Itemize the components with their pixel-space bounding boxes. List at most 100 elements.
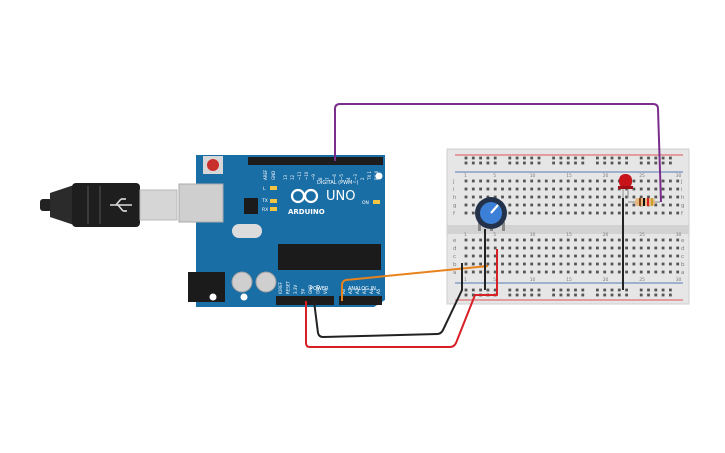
rail-hole[interactable] — [639, 156, 643, 160]
breadboard-hole[interactable] — [479, 254, 482, 258]
breadboard-hole[interactable] — [559, 238, 563, 242]
breadboard-hole[interactable] — [661, 203, 665, 207]
breadboard-hole[interactable] — [464, 179, 468, 183]
breadboard-hole[interactable] — [661, 270, 665, 274]
breadboard-hole[interactable] — [515, 187, 519, 191]
breadboard-hole[interactable] — [632, 262, 636, 266]
breadboard-hole[interactable] — [654, 179, 658, 183]
rail-hole[interactable] — [559, 161, 563, 165]
breadboard-hole[interactable] — [625, 254, 628, 258]
breadboard-hole[interactable] — [596, 187, 599, 191]
breadboard-hole[interactable] — [603, 187, 607, 191]
breadboard-hole[interactable] — [632, 203, 636, 207]
breadboard-hole[interactable] — [552, 246, 555, 250]
breadboard-hole[interactable] — [596, 254, 599, 258]
rail-hole[interactable] — [617, 288, 621, 292]
breadboard-hole[interactable] — [559, 187, 563, 191]
breadboard-hole[interactable] — [552, 211, 555, 215]
breadboard-hole[interactable] — [566, 211, 570, 215]
breadboard-hole[interactable] — [661, 254, 665, 258]
rail-hole[interactable] — [647, 288, 650, 292]
breadboard-hole[interactable] — [610, 238, 614, 242]
breadboard-hole[interactable] — [603, 270, 607, 274]
rail-hole[interactable] — [523, 293, 526, 297]
rail-hole[interactable] — [471, 288, 475, 292]
breadboard-hole[interactable] — [588, 246, 592, 250]
breadboard-holes[interactable] — [464, 156, 680, 297]
rail-hole[interactable] — [559, 293, 563, 297]
breadboard-hole[interactable] — [574, 238, 577, 242]
breadboard-hole[interactable] — [515, 195, 519, 199]
breadboard-hole[interactable] — [544, 203, 548, 207]
breadboard-hole[interactable] — [530, 211, 534, 215]
breadboard-hole[interactable] — [581, 203, 585, 207]
rail-hole[interactable] — [669, 293, 672, 297]
breadboard-hole[interactable] — [632, 195, 636, 199]
rail-hole[interactable] — [508, 293, 512, 297]
breadboard-hole[interactable] — [559, 203, 563, 207]
breadboard-hole[interactable] — [530, 187, 534, 191]
rail-hole[interactable] — [639, 161, 643, 165]
breadboard-hole[interactable] — [639, 262, 643, 266]
breadboard-hole[interactable] — [581, 211, 585, 215]
rail-hole[interactable] — [661, 161, 665, 165]
rail-hole[interactable] — [508, 288, 512, 292]
breadboard-hole[interactable] — [537, 179, 541, 183]
breadboard-hole[interactable] — [654, 246, 658, 250]
red-wire[interactable] — [305, 249, 498, 348]
rail-hole[interactable] — [625, 161, 628, 165]
breadboard-hole[interactable] — [464, 211, 468, 215]
rail-hole[interactable] — [464, 288, 468, 292]
breadboard-hole[interactable] — [515, 211, 519, 215]
rail-hole[interactable] — [566, 288, 570, 292]
breadboard-hole[interactable] — [588, 270, 592, 274]
rail-hole[interactable] — [639, 288, 643, 292]
breadboard-hole[interactable] — [639, 238, 643, 242]
breadboard-hole[interactable] — [676, 262, 680, 266]
breadboard-hole[interactable] — [479, 270, 482, 274]
breadboard-hole[interactable] — [647, 262, 650, 266]
breadboard-hole[interactable] — [581, 179, 585, 183]
breadboard-hole[interactable] — [552, 262, 555, 266]
breadboard-hole[interactable] — [544, 179, 548, 183]
breadboard-hole[interactable] — [581, 187, 585, 191]
breadboard-hole[interactable] — [639, 270, 643, 274]
rail-hole[interactable] — [603, 156, 607, 160]
rail-hole[interactable] — [617, 161, 621, 165]
rail-hole[interactable] — [574, 161, 577, 165]
breadboard-hole[interactable] — [508, 195, 512, 199]
breadboard-hole[interactable] — [508, 262, 512, 266]
breadboard-hole[interactable] — [669, 262, 672, 266]
breadboard-hole[interactable] — [639, 179, 643, 183]
breadboard-hole[interactable] — [588, 238, 592, 242]
breadboard-hole[interactable] — [661, 238, 665, 242]
breadboard-hole[interactable] — [471, 238, 475, 242]
breadboard-hole[interactable] — [544, 195, 548, 199]
breadboard-hole[interactable] — [501, 262, 504, 266]
breadboard-hole[interactable] — [574, 203, 577, 207]
breadboard-hole[interactable] — [537, 203, 541, 207]
breadboard-hole[interactable] — [471, 254, 475, 258]
breadboard-hole[interactable] — [581, 195, 585, 199]
breadboard-hole[interactable] — [588, 254, 592, 258]
breadboard-hole[interactable] — [515, 262, 519, 266]
breadboard-hole[interactable] — [669, 246, 672, 250]
red-led[interactable] — [618, 174, 633, 198]
breadboard-hole[interactable] — [632, 238, 636, 242]
rail-hole[interactable] — [552, 288, 555, 292]
rail-hole[interactable] — [647, 156, 650, 160]
breadboard-hole[interactable] — [566, 270, 570, 274]
rail-hole[interactable] — [530, 156, 534, 160]
breadboard-hole[interactable] — [544, 211, 548, 215]
breadboard-hole[interactable] — [479, 195, 482, 199]
breadboard-hole[interactable] — [647, 187, 650, 191]
rail-hole[interactable] — [596, 288, 599, 292]
rail-hole[interactable] — [625, 156, 628, 160]
rail-hole[interactable] — [654, 293, 658, 297]
breadboard-hole[interactable] — [647, 238, 650, 242]
rail-hole[interactable] — [610, 161, 614, 165]
breadboard-hole[interactable] — [669, 254, 672, 258]
rail-hole[interactable] — [581, 156, 585, 160]
breadboard-hole[interactable] — [581, 270, 585, 274]
